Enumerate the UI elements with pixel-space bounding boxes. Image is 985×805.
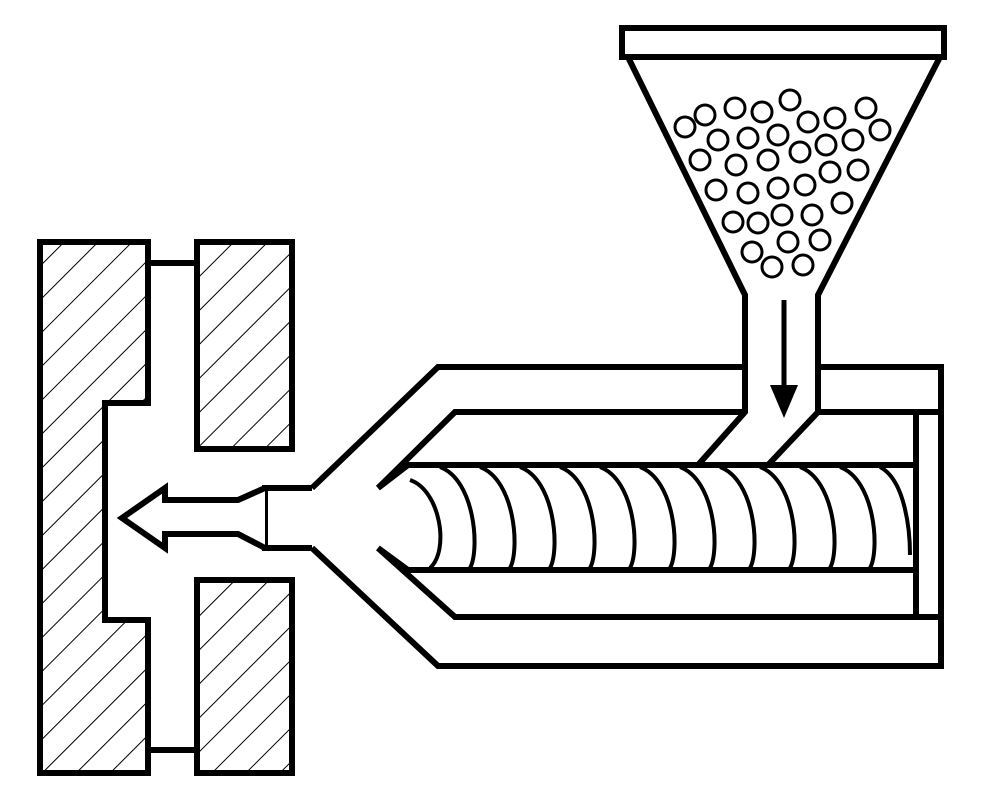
pellet <box>796 110 820 134</box>
mold-platen <box>37 239 151 776</box>
injection-arrow-icon <box>116 482 267 554</box>
pellet <box>823 106 847 130</box>
pellet <box>688 148 712 172</box>
pellet <box>808 228 832 252</box>
pellet <box>846 158 870 182</box>
screw-flights <box>409 465 912 570</box>
pellet <box>854 96 878 120</box>
mold-cavity <box>148 260 197 753</box>
hopper <box>625 55 943 367</box>
hopper-lid <box>619 25 947 60</box>
pellet <box>704 178 728 202</box>
pellet <box>736 126 760 150</box>
pellet <box>766 176 790 200</box>
pellet <box>750 100 774 124</box>
mold-half-bottom <box>194 577 295 776</box>
pellet <box>766 123 790 147</box>
pellet <box>841 128 865 152</box>
pellet <box>814 133 838 157</box>
pellet <box>706 128 730 152</box>
pellet <box>868 118 892 142</box>
barrel-outer <box>309 364 944 669</box>
pellet <box>818 160 842 184</box>
pellet <box>724 153 748 177</box>
pellet <box>776 230 800 254</box>
pellet <box>793 173 817 197</box>
nozzle <box>262 485 312 551</box>
pellet <box>800 203 824 227</box>
pellet <box>760 255 784 279</box>
pellet <box>746 211 770 235</box>
pellet <box>788 140 812 164</box>
pellet <box>740 240 764 264</box>
pellet <box>736 181 760 205</box>
barrel-inner <box>375 409 941 620</box>
pellet <box>830 191 854 215</box>
pellet <box>723 96 747 120</box>
pellet <box>721 210 745 234</box>
pellets <box>673 88 892 279</box>
feed-throat <box>695 367 821 468</box>
pellet <box>791 253 815 277</box>
feed-arrow-icon <box>770 300 798 418</box>
pellet <box>770 203 794 227</box>
pellet <box>693 103 717 127</box>
pellet <box>756 148 780 172</box>
pellet <box>673 115 697 139</box>
screw <box>376 462 916 573</box>
pellet <box>778 88 802 112</box>
mold-half-top <box>194 239 295 452</box>
